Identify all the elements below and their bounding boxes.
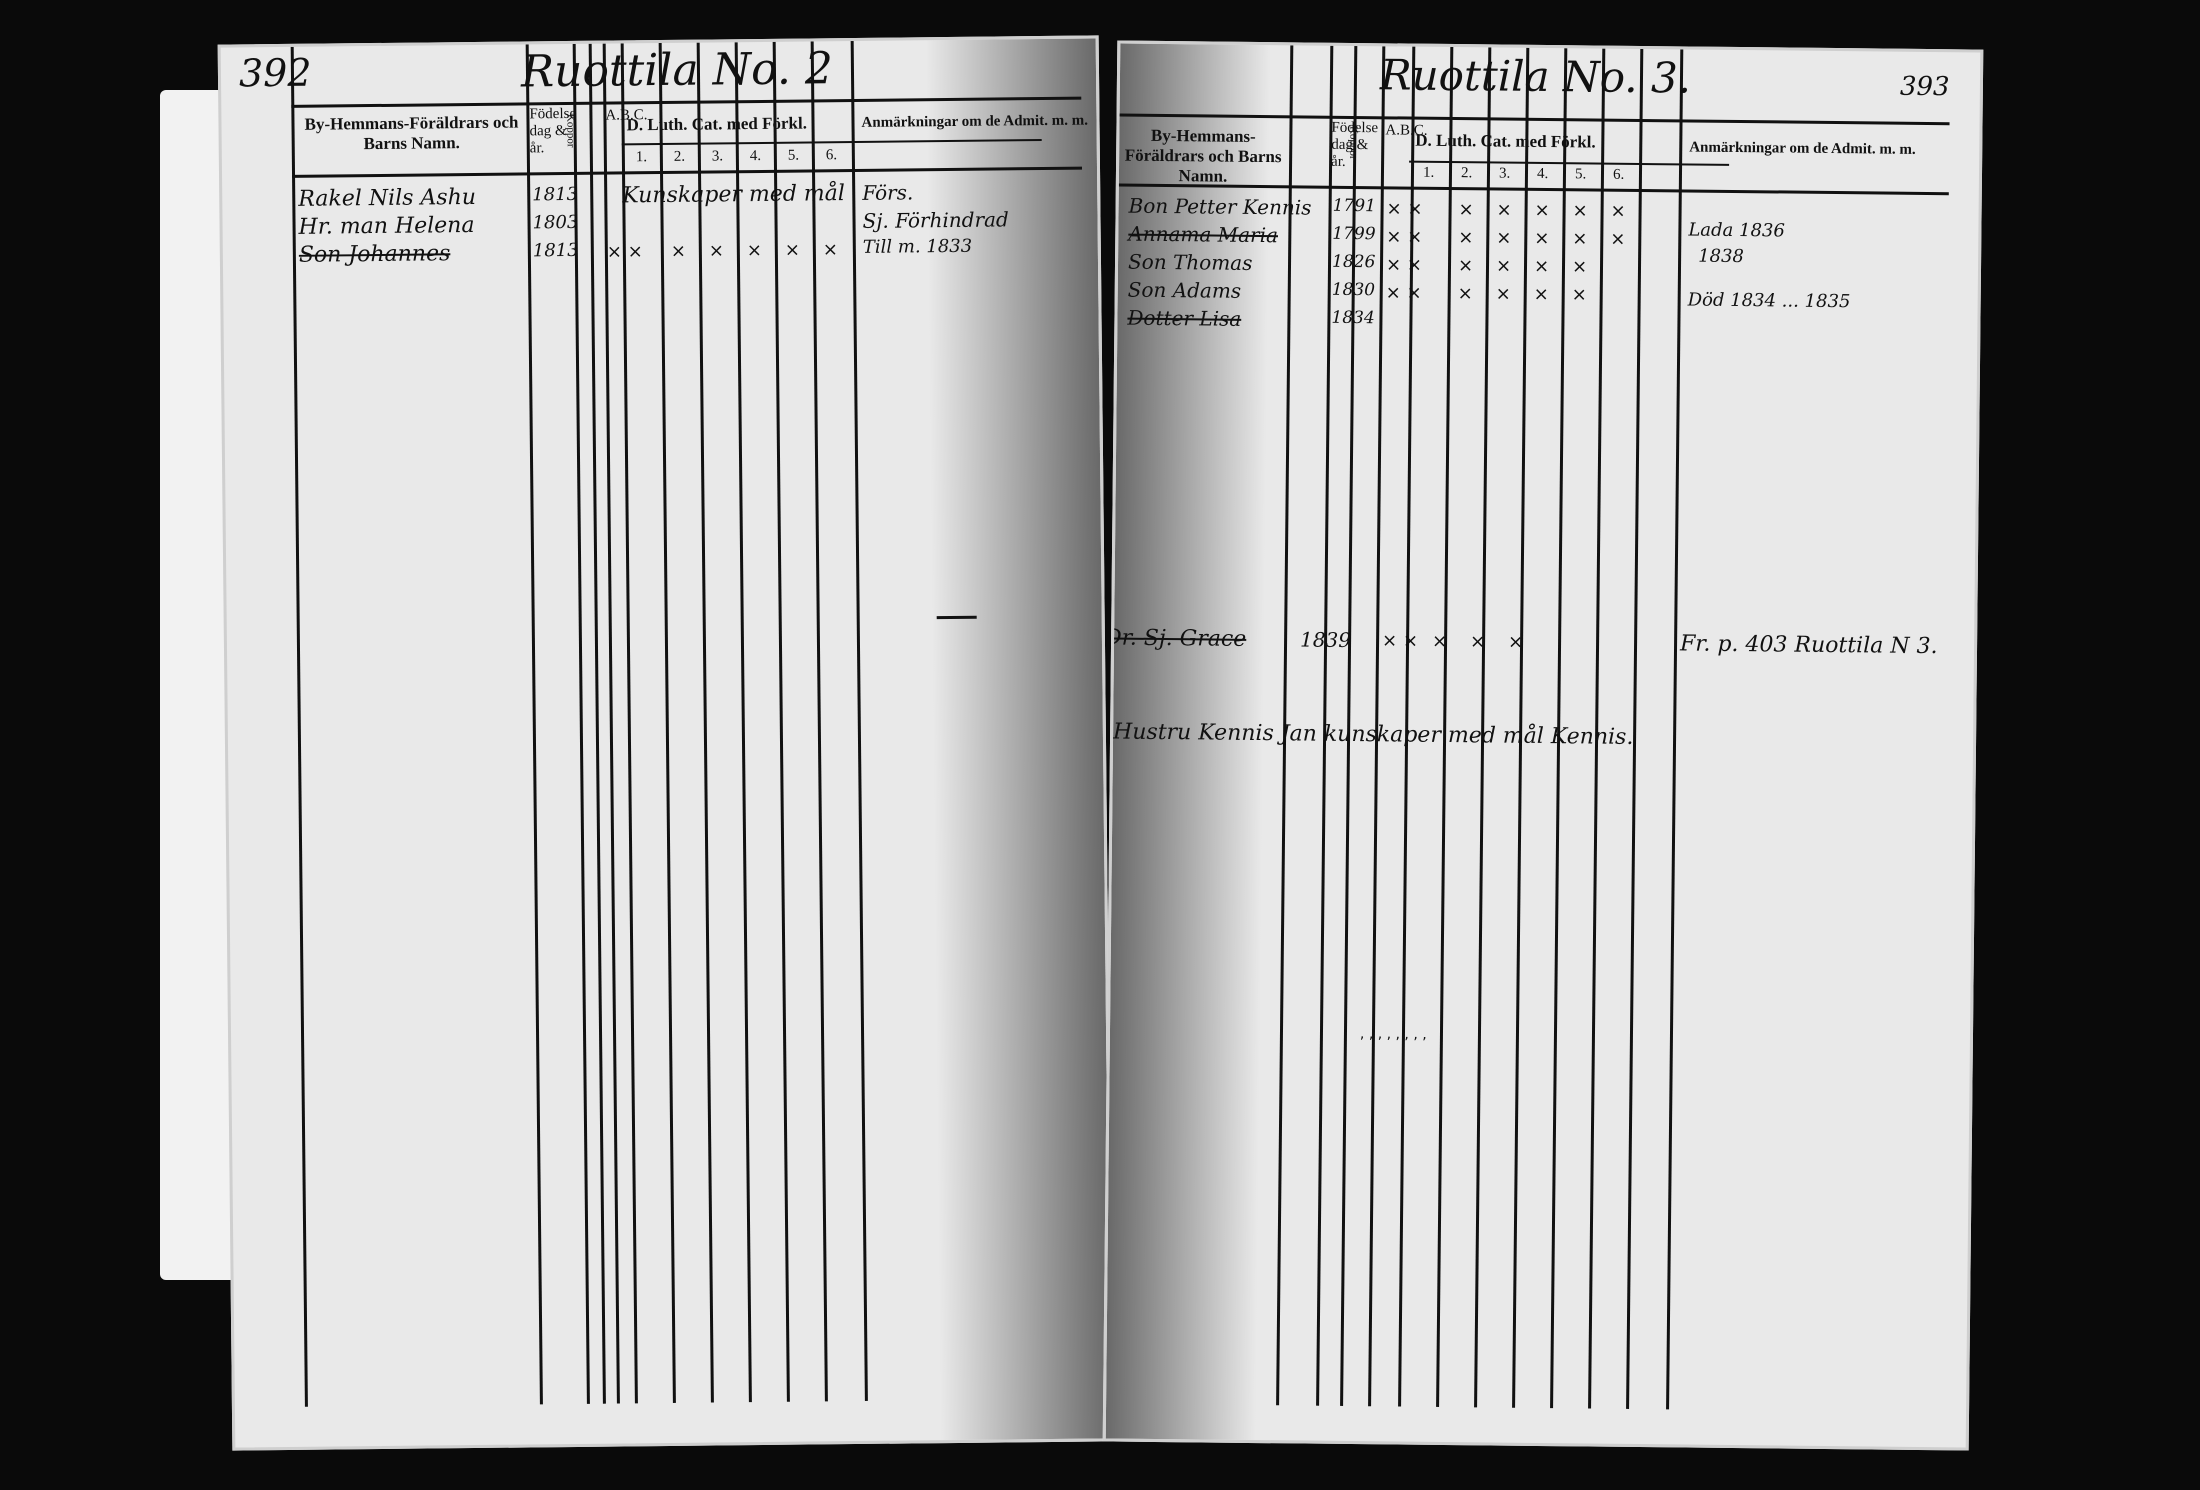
entry-remark: Lada 1836 — [1688, 219, 1785, 242]
header-col-6: 6. — [1612, 166, 1625, 183]
entry-name: Annama Maria — [1128, 221, 1279, 248]
column-rule — [588, 43, 606, 1404]
left-page: 392 Ruottila No. 2 By-Hemmans-Föräldrars… — [217, 35, 1114, 1451]
header-col-3: 3. — [1498, 165, 1511, 182]
check-mark: × — [1496, 199, 1512, 221]
check-mark: × — [1572, 200, 1588, 222]
check-mark: × — [708, 240, 725, 262]
entry-name: Son Adams — [1127, 277, 1242, 303]
entry-born: 1830 — [1331, 279, 1376, 301]
page-title: Ruottila No. 2 — [520, 43, 834, 98]
check-mark: × — [1533, 283, 1549, 306]
header-remarks: Anmärkningar om de Admit. m. m. — [861, 112, 1088, 131]
check-mark: × — [1457, 255, 1474, 277]
check-mark: × — [1457, 283, 1473, 305]
header-col-2: 2. — [1460, 165, 1473, 182]
column-rule — [1666, 49, 1684, 1410]
check-mark: × × — [1386, 226, 1423, 248]
check-mark: × — [1458, 199, 1474, 221]
check-mark: × — [1572, 228, 1588, 250]
entry-remark: Död 1834 ... 1835 — [1687, 289, 1851, 313]
check-mark: × — [1533, 255, 1550, 278]
check-mark: × — [1495, 283, 1511, 305]
check-mark: × — [1431, 630, 1448, 652]
header-col-6: 6. — [825, 147, 838, 164]
header-luth: D. Luth. Cat. med Förkl. — [626, 113, 808, 135]
tick-mark: , , , , , , , , — [1359, 1026, 1427, 1043]
header-col-2: 2. — [673, 148, 686, 165]
header-col-4: 4. — [749, 147, 762, 165]
entry-rest: Kunskaper med mål — [622, 181, 846, 209]
entry-remark: Förs. — [862, 180, 914, 205]
header-col-4: 4. — [1536, 165, 1549, 183]
entry-born: 1826 — [1331, 251, 1376, 273]
check-mark: × — [1571, 284, 1587, 306]
check-mark: × — [1610, 200, 1626, 222]
entry-born: 1813 — [532, 183, 579, 206]
check-mark: × × — [606, 241, 643, 263]
check-mark: × — [1469, 631, 1486, 653]
page-number: 393 — [1899, 71, 1950, 103]
entry-name: Son Thomas — [1127, 249, 1253, 275]
entry-remark: Till m. 1833 — [862, 235, 973, 258]
page-number: 392 — [238, 50, 312, 96]
check-mark: × × — [1381, 630, 1419, 652]
entry-born: 1799 — [1332, 223, 1376, 245]
check-mark: × — [1534, 227, 1550, 250]
check-mark: × — [1610, 228, 1626, 250]
check-mark: × — [1534, 199, 1550, 222]
entry-born: 1813 — [532, 239, 579, 262]
check-mark: × — [670, 240, 687, 262]
entry-born: 1803 — [532, 211, 579, 234]
dash-mark — [936, 615, 977, 620]
header-remarks: Anmärkningar om de Admit. m. m. — [1689, 139, 1916, 158]
entry-born: 1834 — [1331, 307, 1375, 329]
check-mark: × — [784, 239, 801, 261]
header-col-1: 1. — [635, 149, 648, 166]
header-col-5: 5. — [787, 147, 800, 164]
header-vacc: Koppor — [564, 113, 577, 148]
check-mark: × — [1495, 255, 1512, 277]
header-vacc: Koppor — [1347, 125, 1360, 160]
entry-name: Son Johannes — [298, 241, 451, 268]
check-mark: × × — [1385, 254, 1423, 276]
check-mark: × — [1507, 631, 1524, 653]
right-page: Ruottila No. 3. 393 By-Hemmans-Föräldrar… — [1102, 40, 1984, 1451]
entry-remark: Sj. Förhindrad — [862, 207, 1009, 233]
header-abc: A.B.C. — [1385, 122, 1428, 139]
page-title: Ruottila No. 3. — [1379, 50, 1692, 103]
entry-remark: 1838 — [1698, 245, 1745, 268]
entry-name: Rakel Nils Ashu — [298, 184, 477, 212]
header-luth: D. Luth. Cat. med Förkl. — [1415, 130, 1596, 152]
entry-born: 1791 — [1332, 195, 1377, 217]
entry-name: Hr. man Helena — [298, 212, 475, 240]
header-col-3: 3. — [711, 148, 724, 165]
check-mark: × × — [1385, 282, 1422, 304]
entry-remark: Fr. p. 403 Ruottila N 3. — [1679, 631, 1938, 660]
header-names: By-Hemmans-Föräldrars och Barns Namn. — [1124, 125, 1282, 186]
header-col-1: 1. — [1422, 164, 1435, 181]
check-mark: × — [1496, 227, 1512, 249]
entry-born: 1839 — [1299, 627, 1352, 652]
check-mark: × × — [1386, 198, 1423, 220]
entry-name: Dotter Lisa — [1127, 305, 1242, 331]
check-mark: × — [822, 239, 839, 261]
entry-name: Dr. Sj. Grace — [1103, 625, 1247, 652]
entry-name: Bon Petter Kennis — [1128, 193, 1312, 220]
header-names: By-Hemmans-Föräldrars och Barns Namn. — [304, 112, 519, 154]
check-mark: × — [1571, 256, 1588, 278]
check-mark: × — [1458, 227, 1474, 249]
header-col-5: 5. — [1574, 166, 1587, 183]
header-abc: A.B.C. — [605, 107, 648, 124]
check-mark: × — [746, 239, 763, 262]
